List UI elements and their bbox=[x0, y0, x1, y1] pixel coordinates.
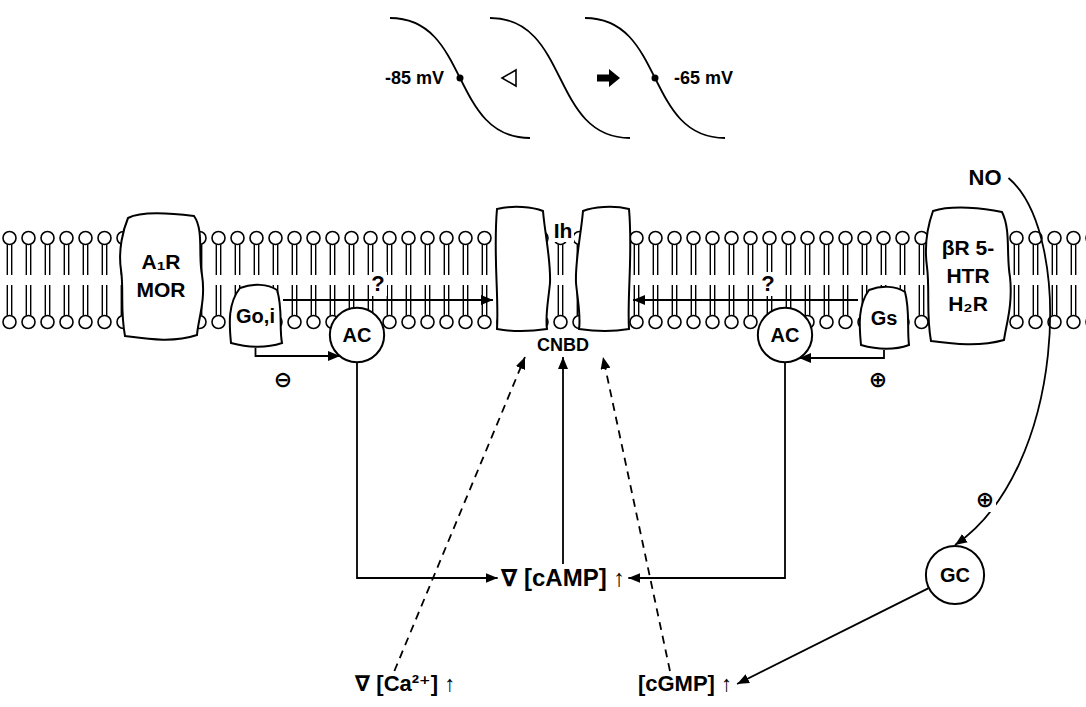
label-holder: AC bbox=[757, 307, 813, 363]
voltage-label: -65 mV bbox=[672, 67, 735, 89]
label-holder: Ih bbox=[493, 219, 633, 243]
edge-sign: ⊖ bbox=[272, 368, 294, 392]
node-label: A₁R MOR bbox=[131, 248, 191, 304]
node-label: [cGMP] ↑ bbox=[635, 671, 735, 697]
signal-arrow bbox=[737, 588, 928, 684]
node-label: Ih bbox=[552, 219, 575, 242]
edge-sign: ⊕ bbox=[974, 488, 996, 512]
label-holder: Go,i bbox=[228, 283, 283, 348]
label-holder: Gs bbox=[858, 285, 910, 350]
node-label: ∇ [cAMP] ↑ bbox=[498, 564, 629, 592]
messenger-label: ∇ [Ca²⁺] ↑ bbox=[352, 671, 458, 697]
node-label: βR 5-HTR H₂R bbox=[935, 234, 1001, 318]
g-protein-blob: Go,i bbox=[228, 283, 283, 348]
signal-arrow bbox=[799, 350, 884, 358]
dashed-arrow bbox=[603, 357, 670, 671]
ion-channel: IhCNBD bbox=[493, 205, 633, 357]
label-holder: CNBD bbox=[493, 333, 633, 357]
edge-sign: ⊕ bbox=[867, 368, 889, 392]
signal-arrow bbox=[562, 357, 564, 564]
label-holder: A₁R MOR bbox=[118, 210, 204, 342]
signal-arrow bbox=[256, 348, 341, 356]
edge-sign: ? bbox=[369, 272, 386, 296]
node-label: CNBD bbox=[535, 335, 591, 355]
curve-dot bbox=[652, 75, 659, 82]
receptor-blob: βR 5-HTR H₂R bbox=[924, 205, 1012, 347]
messenger-label: [cGMP] ↑ bbox=[635, 671, 735, 697]
signal-arrow bbox=[633, 299, 858, 301]
receptor-blob-outline bbox=[118, 210, 204, 342]
messenger-label: ∇ [cAMP] ↑ bbox=[498, 564, 629, 592]
node-label: NO bbox=[966, 165, 1005, 191]
node-label: AC bbox=[343, 323, 372, 347]
g-protein-blob: Gs bbox=[858, 285, 910, 350]
node-label: Go,i bbox=[236, 304, 275, 328]
messenger-label: NO bbox=[966, 165, 1005, 191]
node-label: AC bbox=[771, 323, 800, 347]
signal-arrow bbox=[628, 363, 785, 578]
enzyme-circle: AC bbox=[757, 307, 813, 363]
node-label: ∇ [Ca²⁺] ↑ bbox=[352, 671, 458, 697]
node-label: Gs bbox=[871, 306, 898, 330]
signal-arrow bbox=[357, 363, 498, 578]
label-holder: βR 5-HTR H₂R bbox=[924, 205, 1012, 347]
shift-triangle bbox=[502, 70, 516, 86]
dashed-arrow bbox=[394, 357, 525, 671]
voltage-label: -85 mV bbox=[383, 67, 446, 89]
enzyme-circle: GC bbox=[925, 545, 985, 605]
label-holder: AC bbox=[329, 307, 385, 363]
receptor-blob: A₁R MOR bbox=[118, 210, 204, 342]
label-holder: GC bbox=[925, 545, 985, 605]
edge-sign: ? bbox=[759, 272, 776, 296]
node-label: GC bbox=[940, 563, 970, 587]
enzyme-circle: AC bbox=[329, 307, 385, 363]
shift-arrow bbox=[597, 69, 620, 87]
curve-dot bbox=[457, 75, 464, 82]
signal-arrow bbox=[283, 299, 493, 301]
